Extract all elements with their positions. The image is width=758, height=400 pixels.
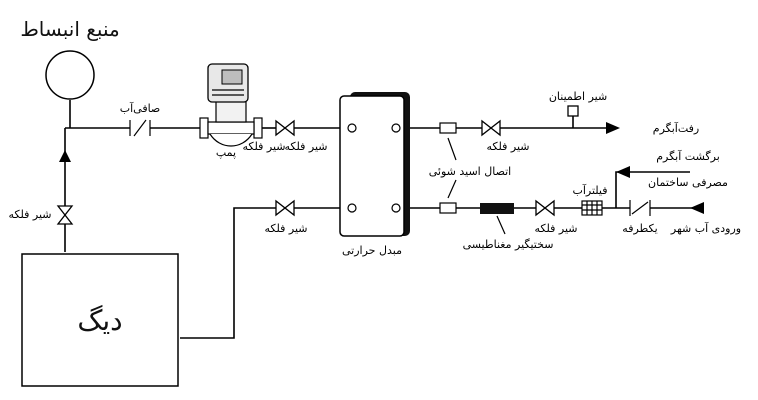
valve-left-icon xyxy=(56,205,74,225)
hot-supply-arrow xyxy=(606,122,620,134)
filter-icon xyxy=(581,200,603,216)
hot-supply-label: رفت‌آبگرم xyxy=(653,121,699,135)
acid-wash-top-icon xyxy=(439,122,457,134)
heat-exchanger-icon xyxy=(339,92,410,237)
filter-label: فیلترآب xyxy=(572,183,607,197)
acid-wash-label: اتصال اسید شوئی xyxy=(429,165,512,178)
strainer-icon xyxy=(129,119,151,137)
valve-top-mid-label: شیر فلکه xyxy=(285,140,328,153)
expansion-tank-label: منبع انبساط xyxy=(20,17,119,41)
return-label-line1: برگشت آبگرم xyxy=(656,149,720,163)
valve-right-top-label: شیر فلکه xyxy=(487,140,530,153)
heat-exchanger-label: مبدل حرارتی xyxy=(342,244,402,257)
safety-valve-icon xyxy=(567,105,579,117)
pump-icon xyxy=(199,63,263,147)
boiler-box xyxy=(21,253,179,387)
softener-label: سختیگیر مغناطیسی xyxy=(463,238,554,251)
magnetic-softener-icon xyxy=(480,203,514,214)
pump-label: پمپ xyxy=(216,146,236,159)
return-label-line2: مصرفی ساختمان xyxy=(648,176,728,189)
boiler-label: دیگ xyxy=(77,304,122,337)
return-pipe xyxy=(180,207,276,339)
acid-wash-leader-1 xyxy=(447,137,457,161)
safety-valve-label: شیر اطمینان xyxy=(549,90,607,103)
valve-right-bottom-label: شیر فلکه xyxy=(535,222,578,235)
acid-wash-leader-2 xyxy=(447,179,457,199)
valve-bottom-mid-label: شیر فلکه xyxy=(265,222,308,235)
expansion-tank-icon xyxy=(45,50,95,100)
valve-right-bottom-icon xyxy=(535,199,555,217)
strainer-label: صافی‌آب xyxy=(120,101,161,115)
valve-left-label: شیر فلکه xyxy=(9,208,52,221)
valve-pump-label: شیر فلکه xyxy=(243,140,286,153)
check-valve-icon xyxy=(629,200,651,216)
riser-flow-arrow xyxy=(59,150,71,162)
check-valve-label: یکطرفه xyxy=(622,222,657,235)
valve-right-top-icon xyxy=(481,119,501,137)
city-water-label: ورودی آب شهر xyxy=(670,221,741,235)
softener-leader xyxy=(496,215,506,235)
valve-bottom-mid-icon xyxy=(275,199,295,217)
building-return-arrow xyxy=(616,166,630,178)
city-water-arrow xyxy=(690,202,704,214)
valve-top-mid-icon xyxy=(275,119,295,137)
acid-wash-bottom-icon xyxy=(439,202,457,214)
